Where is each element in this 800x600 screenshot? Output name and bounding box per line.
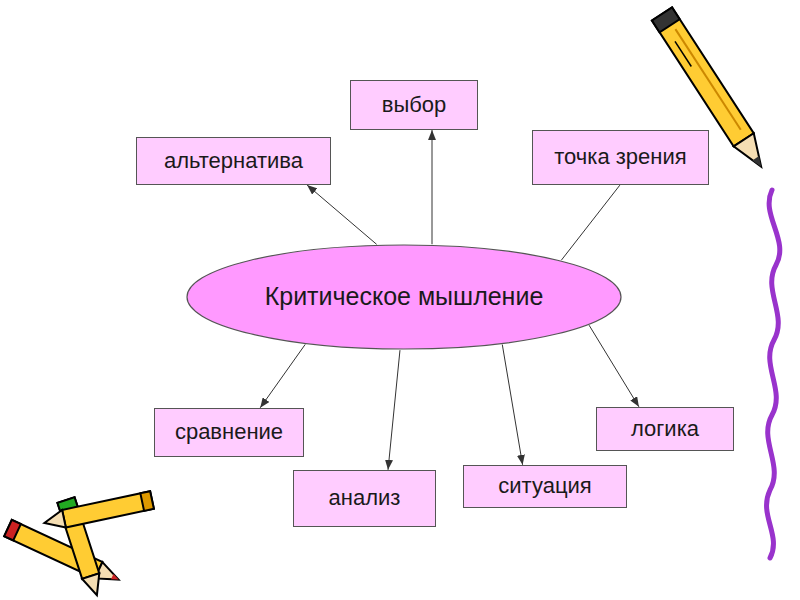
concept-box: анализ: [293, 470, 436, 527]
connector-arrow: [561, 185, 620, 260]
pencil: [43, 491, 154, 531]
connector-arrow: [307, 185, 377, 244]
concept-box: точка зрения: [532, 130, 709, 185]
node-label: ситуация: [498, 474, 591, 498]
connector-arrow: [260, 344, 305, 407]
connector-arrow: [432, 130, 433, 244]
central-ellipse: Критическое мышление: [186, 244, 622, 350]
connector-arrow: [589, 325, 639, 407]
node-label: анализ: [329, 486, 401, 510]
node-label: альтернатива: [164, 149, 303, 173]
node-label: точка зрения: [554, 145, 686, 169]
concept-box: ситуация: [463, 465, 627, 508]
pencil: [4, 520, 122, 588]
node-label: логика: [631, 417, 699, 441]
node-label: выбор: [382, 93, 447, 117]
concept-box: сравнение: [154, 408, 304, 457]
concept-box: альтернатива: [136, 137, 331, 185]
connector-arrow: [388, 350, 400, 470]
wavy-line: [767, 190, 780, 558]
connector-arrow: [502, 345, 522, 465]
ellipse-shape: [187, 245, 621, 349]
node-label: сравнение: [175, 420, 283, 444]
node-label: Критическое мышление: [265, 283, 544, 311]
concept-box: логика: [596, 407, 734, 451]
concept-box: выбор: [350, 80, 478, 130]
